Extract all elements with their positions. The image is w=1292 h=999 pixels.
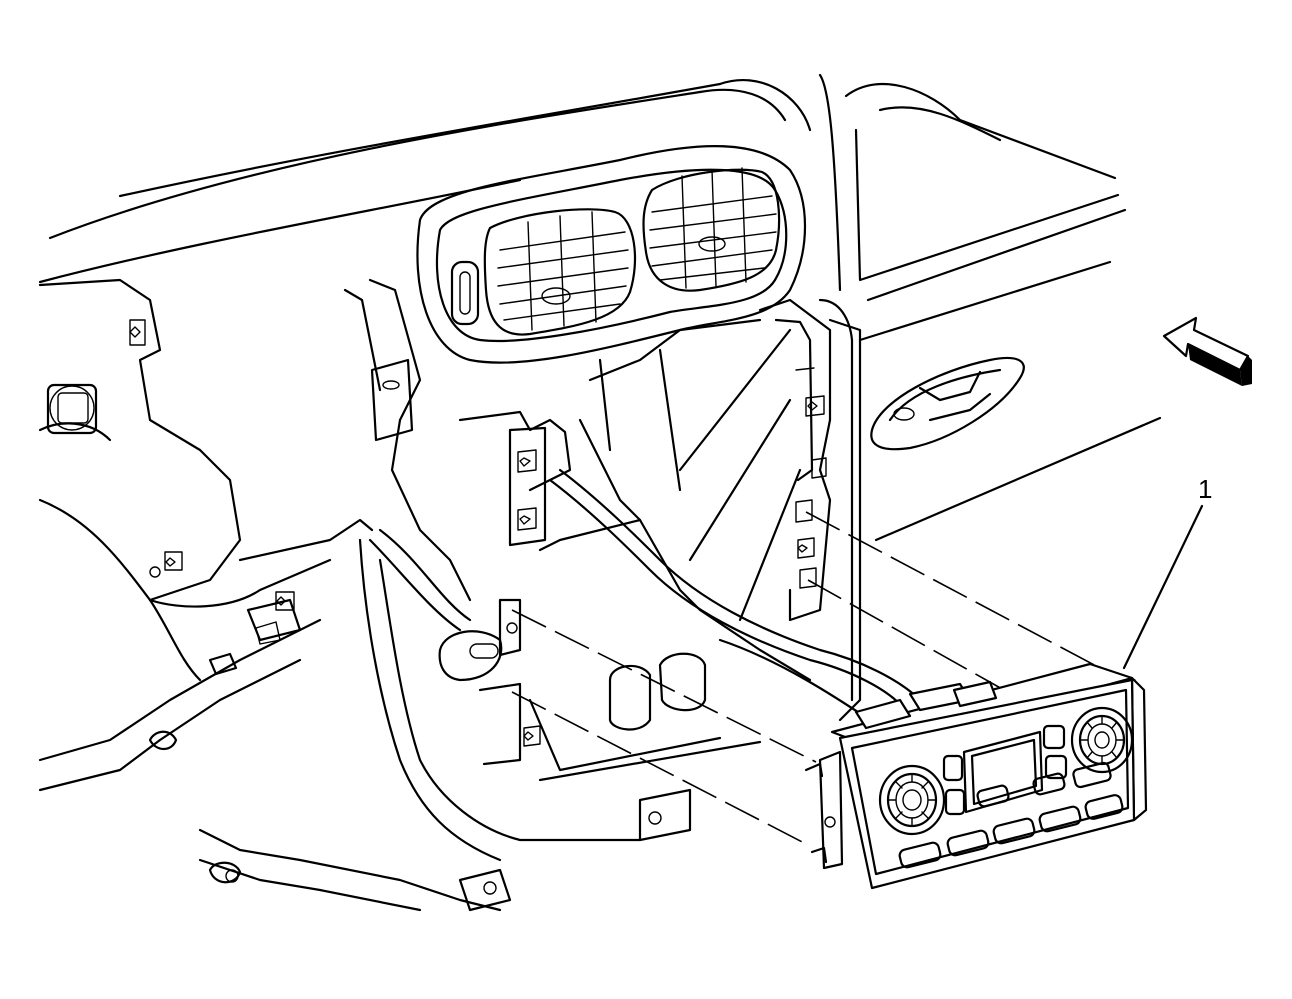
view-direction-arrow-icon bbox=[1162, 316, 1252, 386]
center-vent-housing bbox=[416, 144, 807, 364]
wiring-harness bbox=[368, 468, 922, 722]
left-dash-panel bbox=[38, 278, 332, 792]
right-mounting-bracket bbox=[758, 298, 862, 722]
callout-leader-line bbox=[1122, 504, 1204, 670]
lower-left-support bbox=[148, 518, 692, 912]
callout-label-1: 1 bbox=[1198, 474, 1213, 504]
left-knob bbox=[878, 764, 946, 836]
right-knob bbox=[1070, 706, 1134, 774]
door-handle-recess bbox=[870, 356, 1025, 451]
center-stack-cavity bbox=[343, 278, 812, 782]
hvac-control-module bbox=[804, 662, 1148, 890]
dash-top-outline bbox=[38, 73, 1162, 542]
